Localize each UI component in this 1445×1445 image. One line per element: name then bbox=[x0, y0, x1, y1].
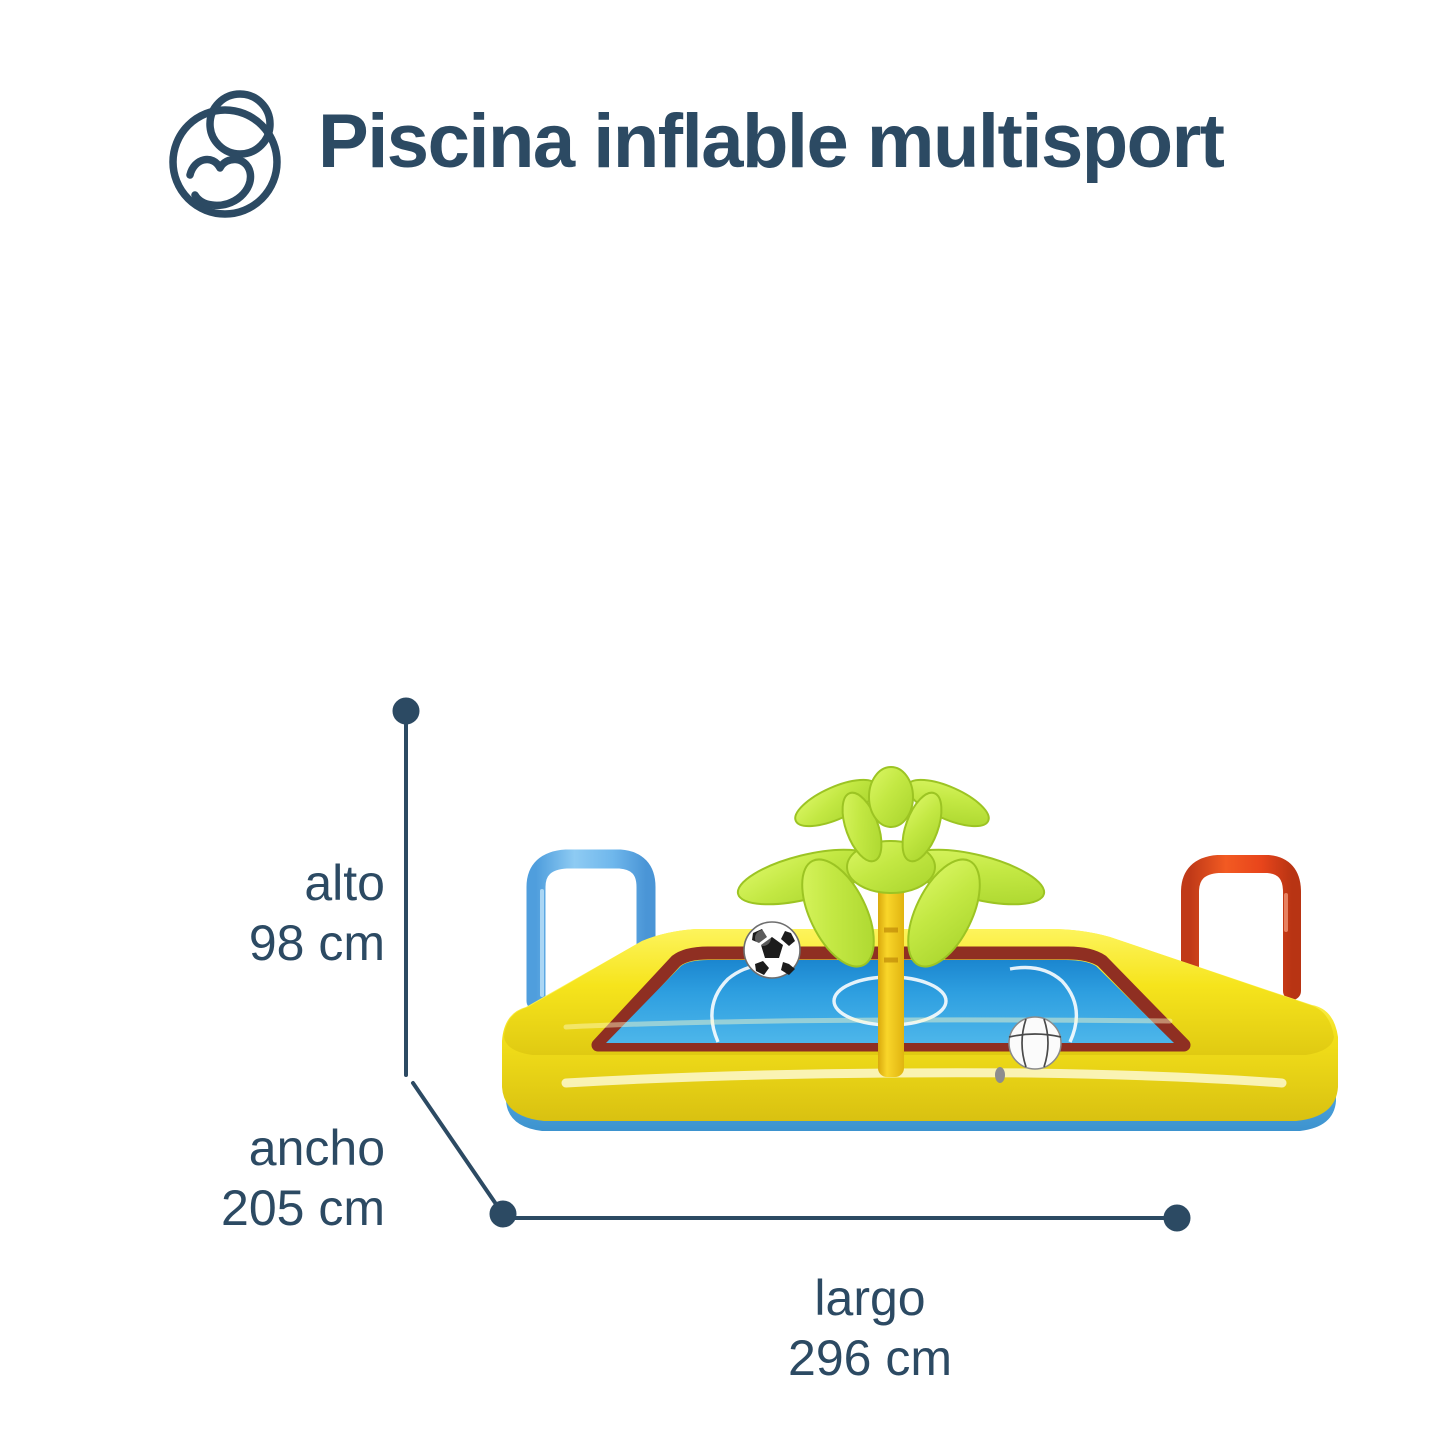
dimension-label-largo: largo 296 cm bbox=[640, 1268, 1100, 1388]
mother-and-baby-logo-icon bbox=[168, 88, 286, 220]
page-title: Piscina inflable multisport bbox=[318, 99, 1225, 184]
soccer-ball bbox=[743, 921, 801, 979]
page-header: Piscina inflable multisport bbox=[0, 0, 1445, 260]
inflation-valve bbox=[995, 1067, 1005, 1083]
ancho-term: ancho bbox=[248, 1120, 385, 1176]
product-image bbox=[470, 745, 1370, 1155]
volleyball bbox=[1008, 1016, 1062, 1070]
ancho-largo-corner-dot bbox=[489, 1200, 517, 1228]
goal-left bbox=[519, 840, 665, 1011]
ancho-value: 205 cm bbox=[221, 1180, 385, 1236]
goal-right bbox=[1174, 847, 1310, 1002]
alto-endpoint-dot bbox=[392, 697, 420, 725]
largo-value: 296 cm bbox=[788, 1330, 952, 1386]
dimension-label-alto: alto 98 cm bbox=[120, 853, 385, 973]
alto-term: alto bbox=[304, 855, 385, 911]
dimension-label-ancho: ancho 205 cm bbox=[95, 1118, 385, 1238]
alto-value: 98 cm bbox=[248, 915, 385, 971]
rim-highlight bbox=[561, 1068, 1287, 1088]
pool-inner-edge bbox=[591, 946, 1191, 1052]
largo-endpoint-dot bbox=[1163, 1204, 1191, 1232]
largo-term: largo bbox=[814, 1270, 926, 1326]
palm-tree-sprinkler bbox=[736, 766, 1046, 1077]
